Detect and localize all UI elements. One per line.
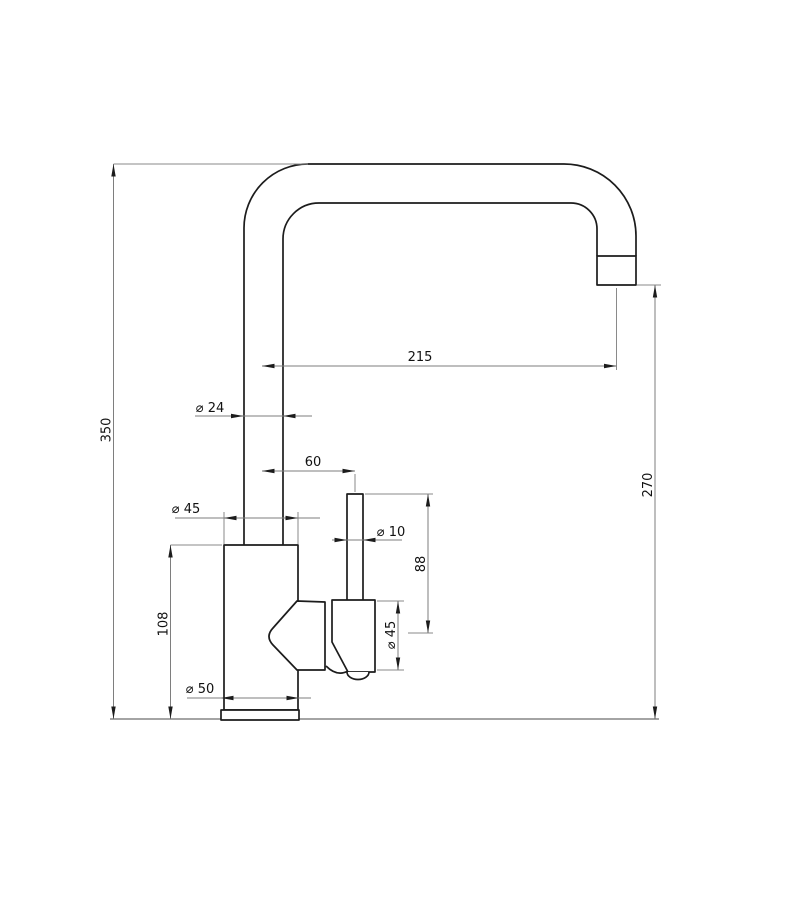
dim-label-handle-stem-diameter: ⌀ 10: [377, 525, 406, 540]
handle-stem: [346, 493, 364, 602]
arrowhead-down: [168, 706, 173, 719]
dim-label-handle-height: 88: [414, 556, 429, 573]
faucet-outline: [220, 163, 637, 721]
arrowhead-right: [342, 468, 355, 474]
dim-label-handle-base-diameter: ⌀ 45: [384, 621, 399, 650]
aerator-end-piece: [596, 255, 637, 286]
arrowhead-up: [168, 545, 173, 558]
arrowhead-up: [111, 164, 116, 177]
arrowhead-left: [262, 468, 275, 474]
dim-spout-pipe-diameter: ⌀ 24: [195, 401, 312, 419]
dim-label-body-diameter: ⌀ 45: [172, 502, 201, 517]
arrowhead-right: [285, 515, 298, 521]
dim-spout-clearance: 270: [637, 284, 661, 719]
arrowhead-right: [604, 363, 617, 369]
arrowhead-right: [231, 413, 244, 419]
dim-handle-height: 88: [365, 493, 433, 634]
arrowhead-left: [363, 537, 376, 543]
dim-body-height: 108: [157, 544, 222, 719]
dim-handle-base-diameter: ⌀ 45: [377, 600, 404, 671]
dim-body-diameter: ⌀ 45: [172, 502, 320, 544]
arrowhead-down: [111, 706, 116, 719]
spout-tube-outer-contour: [243, 163, 637, 546]
arrowhead-left: [224, 515, 237, 521]
spout-tube-inner-contour: [282, 202, 598, 546]
arrowhead-left: [283, 413, 296, 419]
dim-label-spout-pipe-diameter: ⌀ 24: [196, 401, 225, 416]
arrowhead-right: [286, 695, 299, 701]
dim-label-handle-offset: 60: [305, 455, 322, 470]
handle-cap: [346, 671, 370, 681]
arrowhead-left: [221, 695, 234, 701]
arrowhead-right: [334, 537, 347, 543]
dim-total-height: 350: [100, 163, 308, 719]
dim-label-body-height: 108: [157, 612, 172, 637]
arrowhead-left: [262, 363, 275, 369]
arrowhead-down: [425, 620, 431, 633]
arrowhead-down: [652, 706, 658, 719]
arrowhead-down: [395, 657, 401, 670]
handle-base: [331, 599, 376, 673]
arrowhead-up: [425, 494, 431, 507]
dim-label-spout-clearance: 270: [641, 473, 656, 498]
base-plate: [220, 709, 300, 721]
dim-label-total-height: 350: [100, 418, 115, 443]
handle-cone-joint: [268, 600, 326, 671]
arrowhead-up: [652, 285, 658, 298]
dim-spout-reach: 215: [262, 288, 617, 370]
dim-label-spout-reach: 215: [408, 350, 433, 365]
handle-base-underside-arc: [325, 665, 349, 674]
dim-label-base-diameter: ⌀ 50: [186, 682, 215, 697]
dim-handle-stem-diameter: ⌀ 10: [332, 525, 406, 543]
dim-base-diameter: ⌀ 50: [186, 682, 311, 701]
dim-handle-offset: 60: [262, 455, 356, 492]
arrowhead-up: [395, 601, 401, 614]
